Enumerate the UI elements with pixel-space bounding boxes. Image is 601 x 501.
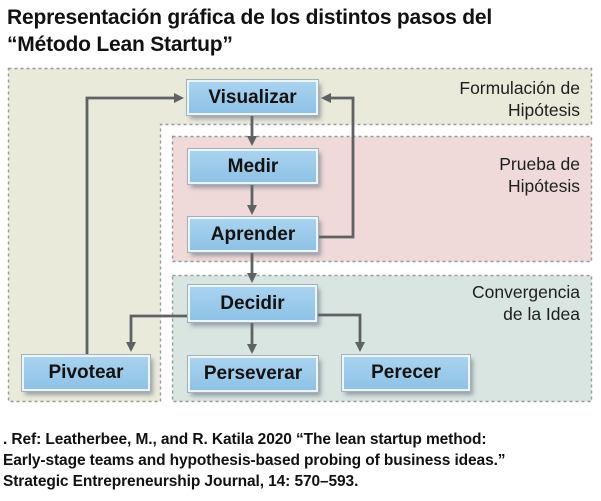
region-label-prueba: Prueba de Hipótesis: [499, 154, 580, 196]
node-medir: Medir: [188, 149, 318, 184]
node-aprender-label: Aprender: [210, 223, 296, 245]
node-decidir-label: Decidir: [220, 292, 285, 314]
reference-line2: Early-stage teams and hypothesis-based p…: [3, 452, 506, 469]
page-title-line1: Representación gráfica de los distintos …: [7, 6, 493, 29]
node-aprender: Aprender: [188, 217, 318, 252]
node-visualizar-label: Visualizar: [208, 86, 297, 108]
node-medir-label: Medir: [227, 155, 279, 177]
region-label-convergencia: Convergencia de la Idea: [472, 282, 580, 324]
node-pivotear: Pivotear: [22, 355, 150, 391]
arrow-decidir-to-pivotear: [126, 314, 188, 352]
reference-line3: Strategic Entrepreneurship Journal, 14: …: [3, 473, 359, 490]
node-pivotear-label: Pivotear: [48, 362, 124, 383]
reference-line1: . Ref: Leatherbee, M., and R. Katila 202…: [3, 431, 487, 448]
node-perecer-label: Perecer: [371, 362, 441, 383]
arrow-decidir-to-perecer: [317, 313, 365, 352]
arrow-aprender-to-visualizar: [318, 93, 355, 239]
region-label-formulacion: Formulación de Hipótesis: [459, 78, 580, 120]
arrow-pivotear-to-visualizar: [85, 93, 184, 355]
node-visualizar: Visualizar: [187, 80, 318, 115]
node-decidir: Decidir: [188, 285, 317, 322]
node-perseverar: Perseverar: [188, 356, 318, 392]
node-perecer: Perecer: [342, 355, 470, 391]
region-formulacion-shape: [7, 67, 593, 403]
reference-citation: . Ref: Leatherbee, M., and R. Katila 202…: [3, 429, 599, 492]
node-perseverar-label: Perseverar: [203, 363, 303, 384]
page-title-line2: “Método Lean Startup”: [7, 33, 233, 56]
page-title: Representación gráfica de los distintos …: [7, 4, 597, 58]
